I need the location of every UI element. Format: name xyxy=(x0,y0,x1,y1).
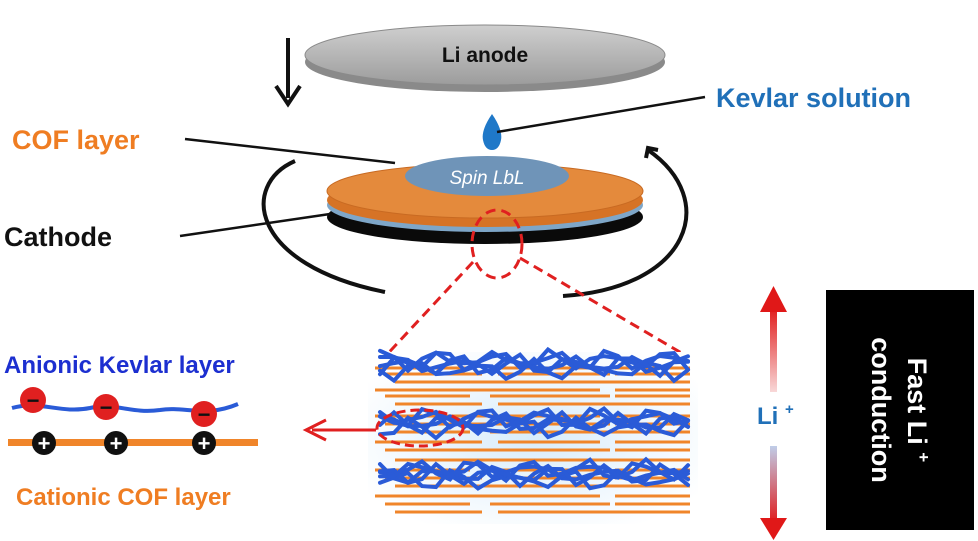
kevlar-solution-pointer xyxy=(496,95,706,134)
fast-conduction-text-group: Fast Li + conduction xyxy=(866,337,933,482)
spin-lbl-label: Spin LbL xyxy=(449,168,524,189)
li-anode-disc xyxy=(304,24,666,92)
anion-symbol: − xyxy=(27,388,40,413)
zoom-dashed-lines xyxy=(378,208,691,364)
down-arrow-icon xyxy=(274,38,302,108)
anionic-kevlar-label: Anionic Kevlar layer xyxy=(4,352,235,379)
cationic-cof-label: Cationic COF layer xyxy=(16,484,231,511)
fast-li-line2: conduction xyxy=(866,337,896,482)
fast-li-line1-sup: + xyxy=(914,452,933,462)
cof-layer-pointer xyxy=(184,137,396,165)
li-anode-label: Li anode xyxy=(442,44,528,67)
cation-symbol: + xyxy=(38,431,51,456)
fast-conduction-badge xyxy=(826,290,974,530)
kevlar-solution-label: Kevlar solution xyxy=(716,83,911,113)
double-headed-gradient-arrow-icon xyxy=(760,286,787,540)
kevlar-chain xyxy=(378,348,690,373)
cation-symbol: + xyxy=(110,431,123,456)
kevlar-chain xyxy=(378,352,690,379)
li-ion-sup: + xyxy=(785,401,794,418)
cof-cathode-stack xyxy=(326,156,644,244)
kevlar-drop-icon xyxy=(482,114,502,150)
cathode-label: Cathode xyxy=(4,222,112,252)
layered-structure xyxy=(368,346,698,524)
cationic-cof-bar xyxy=(8,439,258,446)
li-ion-base: Li xyxy=(757,403,778,430)
cof-layer-label: COF layer xyxy=(12,125,140,155)
kevlar-chains xyxy=(378,346,690,491)
kevlar-chain xyxy=(378,461,690,488)
li-ion-label: Li + xyxy=(757,401,794,430)
selection-dashed-ellipse xyxy=(375,408,465,448)
fast-li-line1: Fast Li + xyxy=(902,358,933,463)
cathode-pointer xyxy=(179,212,331,238)
kevlar-chain xyxy=(378,409,690,436)
cation-symbol: + xyxy=(198,431,211,456)
left-red-arrow-icon xyxy=(302,418,376,442)
anion-symbol: − xyxy=(100,395,113,420)
fast-li-line1-base: Fast Li xyxy=(902,358,932,445)
rotation-arrow-icon xyxy=(261,145,689,298)
cation-markers xyxy=(32,431,216,455)
anion-markers xyxy=(20,387,217,427)
anion-symbol: − xyxy=(198,402,211,427)
